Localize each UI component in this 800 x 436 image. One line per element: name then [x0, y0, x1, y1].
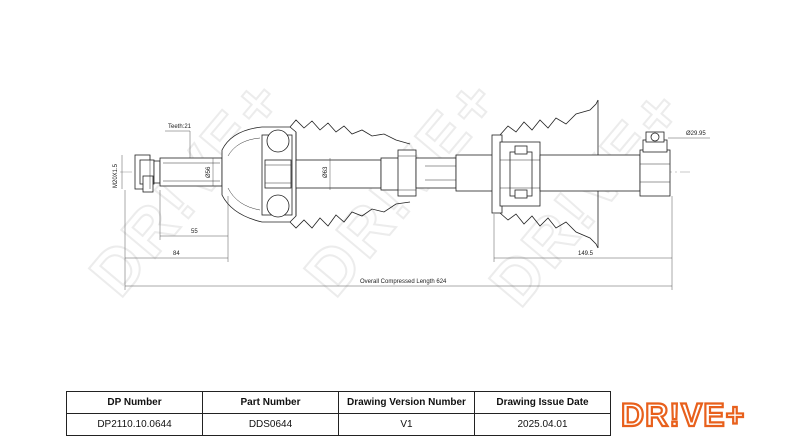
len-55-label: 55	[191, 229, 198, 235]
inner-cv-joint	[491, 134, 541, 214]
svg-text:DR!VE+: DR!VE+	[621, 397, 745, 433]
header-issue-date: Drawing Issue Date	[474, 391, 611, 414]
header-dp-number: DP Number	[66, 391, 203, 414]
dia-56-label: Ø56	[206, 166, 212, 178]
teeth-label: Teeth:21	[168, 124, 192, 130]
value-issue-date: 2025.04.01	[474, 413, 611, 436]
value-version: V1	[338, 413, 475, 436]
intermediate-shaft	[295, 149, 497, 197]
value-part-number: DDS0644	[202, 413, 339, 436]
title-block: DP Number Part Number Drawing Version Nu…	[66, 391, 800, 436]
value-dp-number: DP2110.10.0644	[66, 413, 203, 436]
dimensions: Teeth:21 M20X1.5 Ø56 Ø63 Ø29.95 55 84 14…	[113, 124, 710, 290]
overall-length-label: Overall Compressed Length 624	[360, 279, 447, 285]
drive-logo: DR!VE+	[620, 396, 745, 433]
header-part-number: Part Number	[202, 391, 339, 414]
len-149-label: 149.5	[578, 251, 594, 257]
title-table: DP Number Part Number Drawing Version Nu…	[66, 391, 611, 436]
title-value-row: DP2110.10.0644 DDS0644 V1 2025.04.01	[66, 413, 611, 436]
outer-cv-joint	[221, 126, 297, 223]
header-version: Drawing Version Number	[338, 391, 475, 414]
left-threaded-stub	[134, 154, 223, 193]
thread-label: M20X1.5	[113, 163, 119, 188]
title-header-row: DP Number Part Number Drawing Version Nu…	[66, 391, 611, 414]
dia-29-label: Ø29.95	[686, 131, 706, 137]
right-stub-shaft	[539, 131, 671, 197]
len-84-label: 84	[173, 251, 180, 257]
drive-shaft-drawing: DR!VE+ DR!VE+ DR!VE+	[75, 62, 710, 320]
dia-63-label: Ø63	[323, 166, 329, 178]
